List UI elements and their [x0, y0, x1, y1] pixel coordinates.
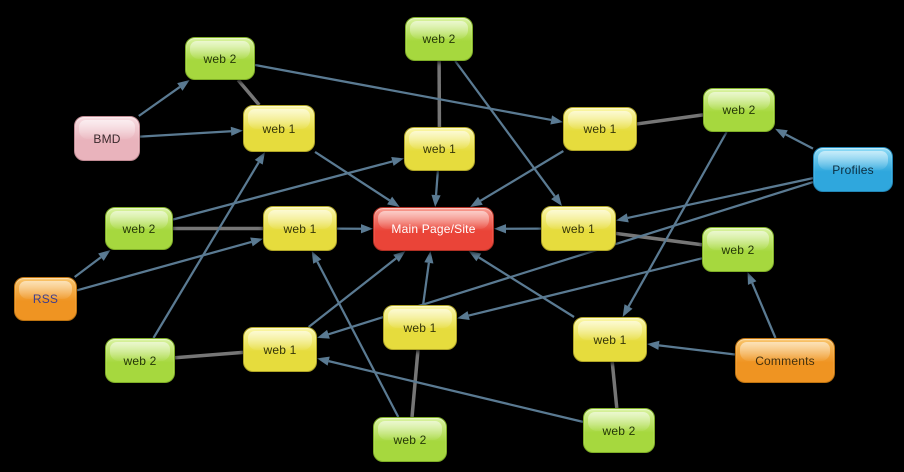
- arrowhead: [470, 196, 483, 207]
- arrowhead: [393, 251, 406, 263]
- node-label: web 2: [122, 221, 156, 236]
- node-label: web 2: [123, 353, 157, 368]
- arrowhead: [250, 237, 263, 247]
- edge-line: [172, 160, 393, 221]
- node-main[interactable]: Main Page/Site: [373, 207, 494, 251]
- node-web2-top-left[interactable]: web 2: [185, 37, 255, 80]
- edge-line: [615, 231, 703, 247]
- edge-line: [236, 78, 261, 107]
- arrowhead: [360, 224, 373, 234]
- edge-line: [139, 130, 232, 138]
- edge-line: [636, 113, 704, 126]
- node-web2-mid-left[interactable]: web 2: [105, 207, 173, 250]
- edge-line: [479, 150, 564, 202]
- arrowhead: [747, 272, 757, 285]
- node-web1-lower-center[interactable]: web 1: [383, 305, 457, 350]
- edge-line: [410, 349, 420, 418]
- edge-line: [785, 133, 814, 150]
- edge-line: [627, 176, 814, 220]
- node-web1-mid-left[interactable]: web 1: [263, 206, 337, 251]
- node-bmd[interactable]: BMD: [74, 116, 140, 161]
- node-web1-upper-right[interactable]: web 1: [563, 107, 637, 151]
- arrowhead: [230, 126, 243, 136]
- node-web1-lower-left[interactable]: web 1: [243, 327, 317, 372]
- arrowhead: [98, 250, 111, 261]
- arrowhead: [551, 193, 562, 206]
- node-web2-bottom-right[interactable]: web 2: [583, 408, 655, 453]
- node-label: web 1: [403, 320, 437, 335]
- edge-line: [76, 240, 252, 292]
- arrowhead: [550, 115, 563, 125]
- arrowhead: [311, 251, 322, 264]
- node-label: web 1: [561, 221, 596, 236]
- node-label: web 2: [602, 423, 636, 438]
- node-label: web 2: [203, 51, 237, 66]
- node-web2-mid-right[interactable]: web 2: [702, 227, 774, 272]
- node-label: web 2: [422, 32, 456, 46]
- edge-line: [610, 361, 619, 409]
- arrowhead: [317, 356, 330, 366]
- node-label: Comments: [755, 353, 815, 368]
- edge-line: [152, 161, 260, 339]
- edge-line: [74, 256, 102, 278]
- edge-line: [751, 282, 777, 339]
- edge-line: [468, 257, 703, 317]
- edge-line: [316, 261, 400, 418]
- edge-line: [314, 150, 391, 202]
- node-label: web 1: [262, 121, 296, 136]
- arrowhead: [494, 224, 507, 234]
- node-label: BMD: [93, 131, 121, 146]
- node-label: Main Page/Site: [391, 222, 476, 236]
- arrowhead: [391, 157, 404, 166]
- edge-line: [627, 131, 728, 308]
- edge-line: [174, 350, 244, 360]
- arrowhead: [647, 340, 660, 350]
- node-web2-lower-left[interactable]: web 2: [105, 338, 175, 383]
- edge-line: [307, 257, 397, 328]
- arrowhead: [616, 213, 629, 223]
- node-web1-upper-left[interactable]: web 1: [243, 105, 315, 152]
- node-rss[interactable]: RSS: [14, 277, 77, 321]
- edge-line: [138, 86, 181, 117]
- arrowhead: [317, 329, 330, 339]
- node-label: web 2: [393, 432, 427, 447]
- node-label: web 1: [263, 342, 297, 357]
- edge-line: [658, 344, 736, 356]
- edge-line: [254, 63, 552, 122]
- node-web1-lower-right[interactable]: web 1: [573, 317, 647, 362]
- node-label: web 2: [721, 242, 755, 257]
- node-label: RSS: [32, 292, 59, 306]
- edge-line: [478, 256, 575, 318]
- node-label: web 1: [593, 332, 627, 347]
- node-comments[interactable]: Comments: [735, 338, 835, 383]
- node-label: web 1: [422, 142, 457, 156]
- edge-line: [328, 360, 584, 423]
- node-web2-top-center[interactable]: web 2: [405, 17, 473, 61]
- arrowhead: [622, 304, 633, 317]
- arrowhead: [254, 152, 265, 165]
- arrowhead: [468, 251, 482, 262]
- arrowhead: [387, 196, 400, 207]
- edge-line: [434, 170, 439, 196]
- arrowhead: [424, 251, 434, 264]
- arrowhead: [431, 194, 441, 207]
- arrowhead: [457, 311, 470, 321]
- node-label: web 1: [283, 221, 317, 236]
- node-web1-upper-center[interactable]: web 1: [404, 127, 475, 171]
- arrowhead: [177, 80, 190, 91]
- node-label: web 1: [583, 122, 617, 136]
- edge-line: [421, 262, 430, 306]
- edge-line: [454, 60, 556, 198]
- arrowhead: [775, 128, 788, 139]
- node-web2-upper-right[interactable]: web 2: [703, 88, 775, 132]
- node-web2-bottom-center[interactable]: web 2: [373, 417, 447, 462]
- node-web1-mid-right[interactable]: web 1: [541, 206, 616, 251]
- node-label: Profiles: [832, 162, 874, 177]
- node-profiles[interactable]: Profiles: [813, 147, 893, 192]
- node-label: web 2: [722, 103, 756, 117]
